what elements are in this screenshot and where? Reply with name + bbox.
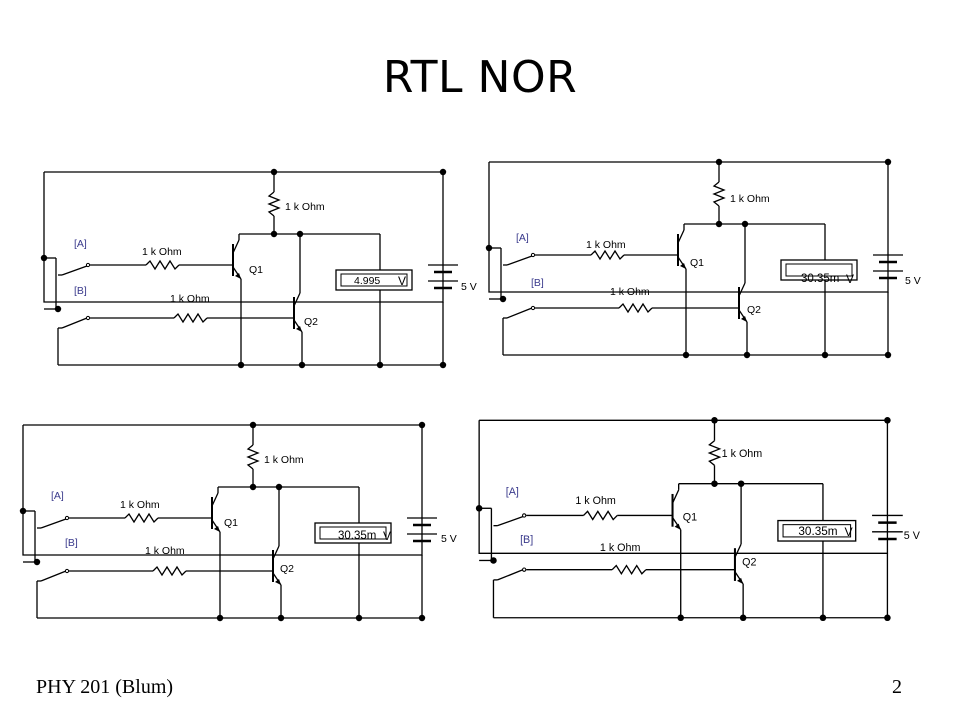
q2-label: Q2 — [280, 563, 294, 575]
supply-label: 5 V — [441, 533, 457, 545]
circuit-top-left: [A] [B] 1 k Ohm 1 k Ohm 1 k Ohm Q1 Q2 5 … — [39, 167, 477, 370]
input-b-label: [B] — [520, 534, 533, 546]
circuit-top-right: [A] [B] 1 k Ohm 1 k Ohm 1 k Ohm Q1 Q2 5 … — [484, 157, 921, 360]
q1-label: Q1 — [690, 257, 704, 269]
voltmeter-unit: V — [398, 274, 406, 288]
voltmeter-reading: 30.35m — [338, 530, 376, 542]
pullup-resistor-label: 1 k Ohm — [285, 201, 325, 213]
voltmeter-reading: 30.35m — [798, 525, 837, 538]
resistor-a-label: 1 k Ohm — [586, 239, 626, 251]
voltmeter-unit: V — [846, 272, 854, 286]
q2-label: Q2 — [304, 316, 318, 328]
supply-label: 5 V — [461, 281, 477, 293]
pullup-resistor-label: 1 k Ohm — [730, 193, 770, 205]
input-a-label: [A] — [51, 490, 64, 502]
input-b-label: [B] — [74, 285, 87, 297]
footer-page-number: 2 — [892, 676, 902, 698]
input-a-label: [A] — [516, 232, 529, 244]
resistor-a-label: 1 k Ohm — [142, 246, 182, 258]
resistor-b-label: 1 k Ohm — [170, 293, 210, 305]
voltmeter-unit: V — [383, 529, 391, 543]
circuit-bottom-right: [A] [B] 1 k Ohm 1 k Ohm 1 k Ohm Q1 Q2 5 … — [474, 415, 921, 623]
pullup-resistor-label: 1 k Ohm — [722, 448, 763, 460]
footer-course: PHY 201 (Blum) — [36, 676, 174, 698]
resistor-a-label: 1 k Ohm — [575, 495, 616, 507]
supply-label: 5 V — [904, 530, 921, 542]
input-a-label: [A] — [506, 486, 519, 498]
slide-title: RTL NOR — [382, 52, 578, 103]
input-a-label: [A] — [74, 238, 87, 250]
resistor-b-label: 1 k Ohm — [145, 545, 185, 557]
q2-label: Q2 — [747, 304, 761, 316]
q1-label: Q1 — [249, 264, 263, 276]
resistor-a-label: 1 k Ohm — [120, 499, 160, 511]
pullup-resistor-label: 1 k Ohm — [264, 454, 304, 466]
supply-label: 5 V — [905, 275, 921, 287]
q1-label: Q1 — [224, 517, 238, 529]
circuit-bottom-left: [A] [B] 1 k Ohm 1 k Ohm 1 k Ohm Q1 Q2 5 … — [18, 420, 457, 623]
q2-label: Q2 — [742, 557, 756, 569]
q1-label: Q1 — [683, 512, 697, 524]
resistor-b-label: 1 k Ohm — [600, 542, 641, 554]
voltmeter-unit: V — [844, 525, 853, 539]
resistor-b-label: 1 k Ohm — [610, 286, 650, 298]
input-b-label: [B] — [531, 277, 544, 289]
voltmeter-reading: 30.35m — [801, 273, 839, 285]
voltmeter-reading: 4.995 — [354, 275, 380, 287]
input-b-label: [B] — [65, 537, 78, 549]
